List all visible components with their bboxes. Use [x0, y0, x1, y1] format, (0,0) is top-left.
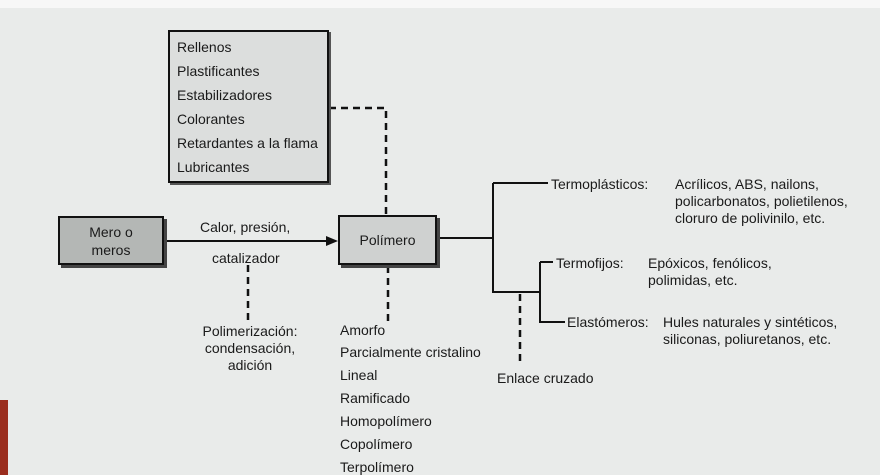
page-edge	[0, 0, 880, 8]
polymer-box: Polímero	[338, 215, 437, 265]
polymerization-line: condensación,	[204, 340, 296, 356]
arrow-head	[326, 236, 338, 246]
structure-item: Parcialmente cristalino	[340, 344, 481, 360]
polymer-label: Polímero	[359, 232, 416, 248]
class-examples: siliconas, poliuretanos, etc.	[663, 331, 832, 347]
additives-dashed-link	[329, 106, 388, 215]
structure-item: Ramificado	[340, 390, 411, 406]
structure-item: Lineal	[340, 367, 378, 383]
class-examples: polimidas, etc.	[648, 272, 738, 288]
structure-item: Copolímero	[340, 436, 413, 452]
class-examples: cloruro de polivinilo, etc.	[675, 210, 826, 226]
reaction-conditions: Calor, presión,	[200, 219, 291, 235]
additive-item: Plastificantes	[177, 63, 260, 79]
polymerization-label: Polimerización: condensación, adición	[190, 323, 310, 374]
additive-item: Retardantes a la flama	[177, 135, 318, 151]
reaction-conditions: catalizador	[212, 250, 280, 266]
class-thermosets: Termofijos:	[556, 255, 624, 271]
additive-item: Rellenos	[177, 39, 232, 55]
class-examples: Epóxicos, fenólicos,	[648, 255, 772, 271]
polymerization-line: Polimerización:	[202, 323, 298, 339]
book-edge	[0, 400, 8, 475]
crosslink-label: Enlace cruzado	[497, 370, 594, 386]
polymerization-line: adición	[227, 357, 273, 373]
class-elastomers: Elastómeros:	[567, 314, 649, 330]
class-examples: Hules naturales y sintéticos,	[663, 314, 838, 330]
class-examples: Acrílicos, ABS, nailons,	[675, 176, 819, 192]
class-examples: policarbonatos, polietilenos,	[675, 193, 848, 209]
structure-item: Amorfo	[340, 322, 386, 338]
monomer-label: Mero o	[89, 224, 133, 240]
monomer-label: meros	[91, 242, 131, 258]
structure-item: Homopolímero	[340, 413, 432, 429]
additive-item: Estabilizadores	[177, 87, 272, 103]
monomer-box: Mero o meros	[58, 216, 164, 265]
class-thermoplastics: Termoplásticos:	[551, 176, 649, 192]
structure-item: Terpolímero	[340, 459, 414, 475]
additives-box: Rellenos Plastificantes Estabilizadores …	[168, 30, 329, 183]
additive-item: Colorantes	[177, 111, 245, 127]
additive-item: Lubricantes	[177, 159, 250, 175]
